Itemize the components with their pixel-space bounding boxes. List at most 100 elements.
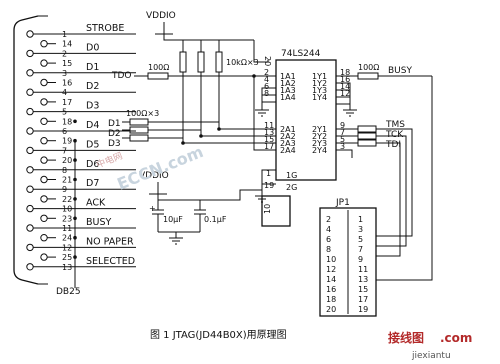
site-logo: 接线图 .com jiexiantu <box>388 330 472 361</box>
db25-pin-label-7: 7 <box>62 146 67 155</box>
db25-pin-label-16: 16 <box>62 79 72 88</box>
site-logo-name: 接线图 <box>388 330 424 345</box>
jp1-pin-17: 17 <box>358 295 368 304</box>
jp1-pin-15: 15 <box>358 285 368 294</box>
tck-label: TCK <box>385 130 404 140</box>
db25-pin-8 <box>26 166 34 174</box>
jp1-pin-8: 8 <box>326 245 331 254</box>
jp1-pin-16: 16 <box>326 285 336 294</box>
db25-pin-label-8: 8 <box>62 166 67 175</box>
jp1-pin-14: 14 <box>326 275 336 284</box>
db25-signal-d5: D5 <box>86 139 99 150</box>
db25-pin-label-3: 3 <box>62 69 67 78</box>
db25-pin-5 <box>26 107 34 116</box>
chip-in-pin-4: 4 <box>264 75 269 84</box>
db25-pin-7 <box>26 146 34 155</box>
jp1-pin-19: 19 <box>358 305 368 314</box>
db25-pin-label-21: 21 <box>62 176 72 185</box>
db25-pin-3 <box>26 69 34 77</box>
jp1-pin-4: 4 <box>326 225 331 234</box>
watermark: 中电网 ECCN.com <box>95 142 206 194</box>
db25-pin-label-22: 22 <box>62 195 72 204</box>
chip-out-pin-3: 3 <box>340 142 345 151</box>
chip-out-2y1: 2Y1 <box>312 125 327 134</box>
enable-1g-label: 1G <box>286 171 297 180</box>
chip-gnd-pin: 10 <box>263 204 272 214</box>
vddio-top: VDDIO <box>146 11 254 41</box>
db25-connector <box>13 15 136 285</box>
chip-vcc-pin: 20 <box>263 56 272 66</box>
chip-out-pin-9: 9 <box>340 121 345 130</box>
cap-10uf-value: 10μF <box>163 215 183 224</box>
db25-pin-15 <box>40 59 48 67</box>
series-resistor-tck <box>357 132 377 140</box>
chip-name: 74LS244 <box>281 49 321 59</box>
jtag-output-nets: TMS TCK TDI <box>336 76 433 281</box>
chip-out-pin-14: 14 <box>340 82 350 91</box>
db25-signal-busy: BUSY <box>86 217 112 228</box>
chip-in-pin-11: 11 <box>264 121 274 130</box>
jp1-pin-12: 12 <box>326 265 336 274</box>
connector-name: DB25 <box>56 287 81 297</box>
pullup-resistor-2 <box>197 51 205 73</box>
chip-out-pin-16: 16 <box>340 75 350 84</box>
series-pack-value: 100Ω×3 <box>126 109 159 118</box>
tdo-label: TDO <box>111 71 132 81</box>
db25-pin-23 <box>40 214 48 223</box>
enable-2g-pin: 19 <box>264 181 274 190</box>
data-input-nets: D1 D2 D3 100Ω×3 <box>108 108 276 151</box>
watermark-en: ECCN.com <box>114 142 206 194</box>
db25-pin-18 <box>40 117 48 126</box>
series-resistor-tdi <box>357 139 377 147</box>
db25-pin-13 <box>26 263 34 271</box>
db25-signal-ack: ACK <box>86 198 106 209</box>
chip-in-2a3: 2A3 <box>280 139 296 148</box>
db25-pin-label-10: 10 <box>62 205 72 214</box>
db25-signal-d1: D1 <box>86 62 99 73</box>
db25-pin-label-15: 15 <box>62 59 72 68</box>
db25-signal-no-paper: NO PAPER <box>86 236 134 247</box>
busy-label: BUSY <box>388 66 412 76</box>
jp1-pin-1: 1 <box>358 215 363 224</box>
db25-pin-label-6: 6 <box>62 127 67 136</box>
db25-pin-label-5: 5 <box>62 108 67 117</box>
pullup-resistor-3 <box>215 51 223 73</box>
chip-in-2a4: 2A4 <box>280 146 296 155</box>
ic-74ls244: 74LS244 20 1A121A241A361A482A1112A2132A3… <box>255 49 350 227</box>
jp1-pin-3: 3 <box>358 225 363 234</box>
tdi-label: TDI <box>385 140 401 150</box>
chip-out-pin-18: 18 <box>340 68 350 77</box>
db25-pin-6 <box>26 127 34 135</box>
figure-caption: 图 1 JTAG(JD44B0X)用原理图 <box>150 329 287 341</box>
db25-pin-14 <box>40 40 48 48</box>
db25-pin-2 <box>26 49 34 58</box>
db25-pin-label-14: 14 <box>62 40 72 49</box>
unused-inputs-ground <box>255 87 276 117</box>
pullup-resistor-1 <box>179 51 187 73</box>
chip-out-2y2: 2Y2 <box>312 132 327 141</box>
chip-in-pin-17: 17 <box>264 142 274 151</box>
chip-in-pin-2: 2 <box>264 68 269 77</box>
db25-pin-label-1: 1 <box>62 30 67 39</box>
jp1-pin-11: 11 <box>358 265 368 274</box>
db25-pin-24 <box>40 234 48 242</box>
db25-pin-label-25: 25 <box>62 253 72 262</box>
chip-out-pin-12: 12 <box>340 89 350 98</box>
jp1-label: JP1 <box>335 198 350 208</box>
series-resistor-d3 <box>129 134 149 142</box>
chip-in-2a2: 2A2 <box>280 132 296 141</box>
enable-1g-pin: 1 <box>266 169 271 178</box>
chip-out-2y3: 2Y3 <box>312 139 327 148</box>
site-logo-url: jiexiantu <box>411 351 451 361</box>
d1-label: D1 <box>108 119 121 129</box>
series-resistor-d2 <box>129 126 149 134</box>
db25-pin-25 <box>40 253 48 261</box>
chip-out-1y3: 1Y3 <box>312 86 327 95</box>
db25-signal-d3: D3 <box>86 101 99 112</box>
tms-label: TMS <box>385 120 405 130</box>
db25-pin-label-24: 24 <box>62 234 72 243</box>
chip-in-pin-15: 15 <box>264 135 274 144</box>
busy-resistor-value: 100Ω <box>358 63 379 72</box>
